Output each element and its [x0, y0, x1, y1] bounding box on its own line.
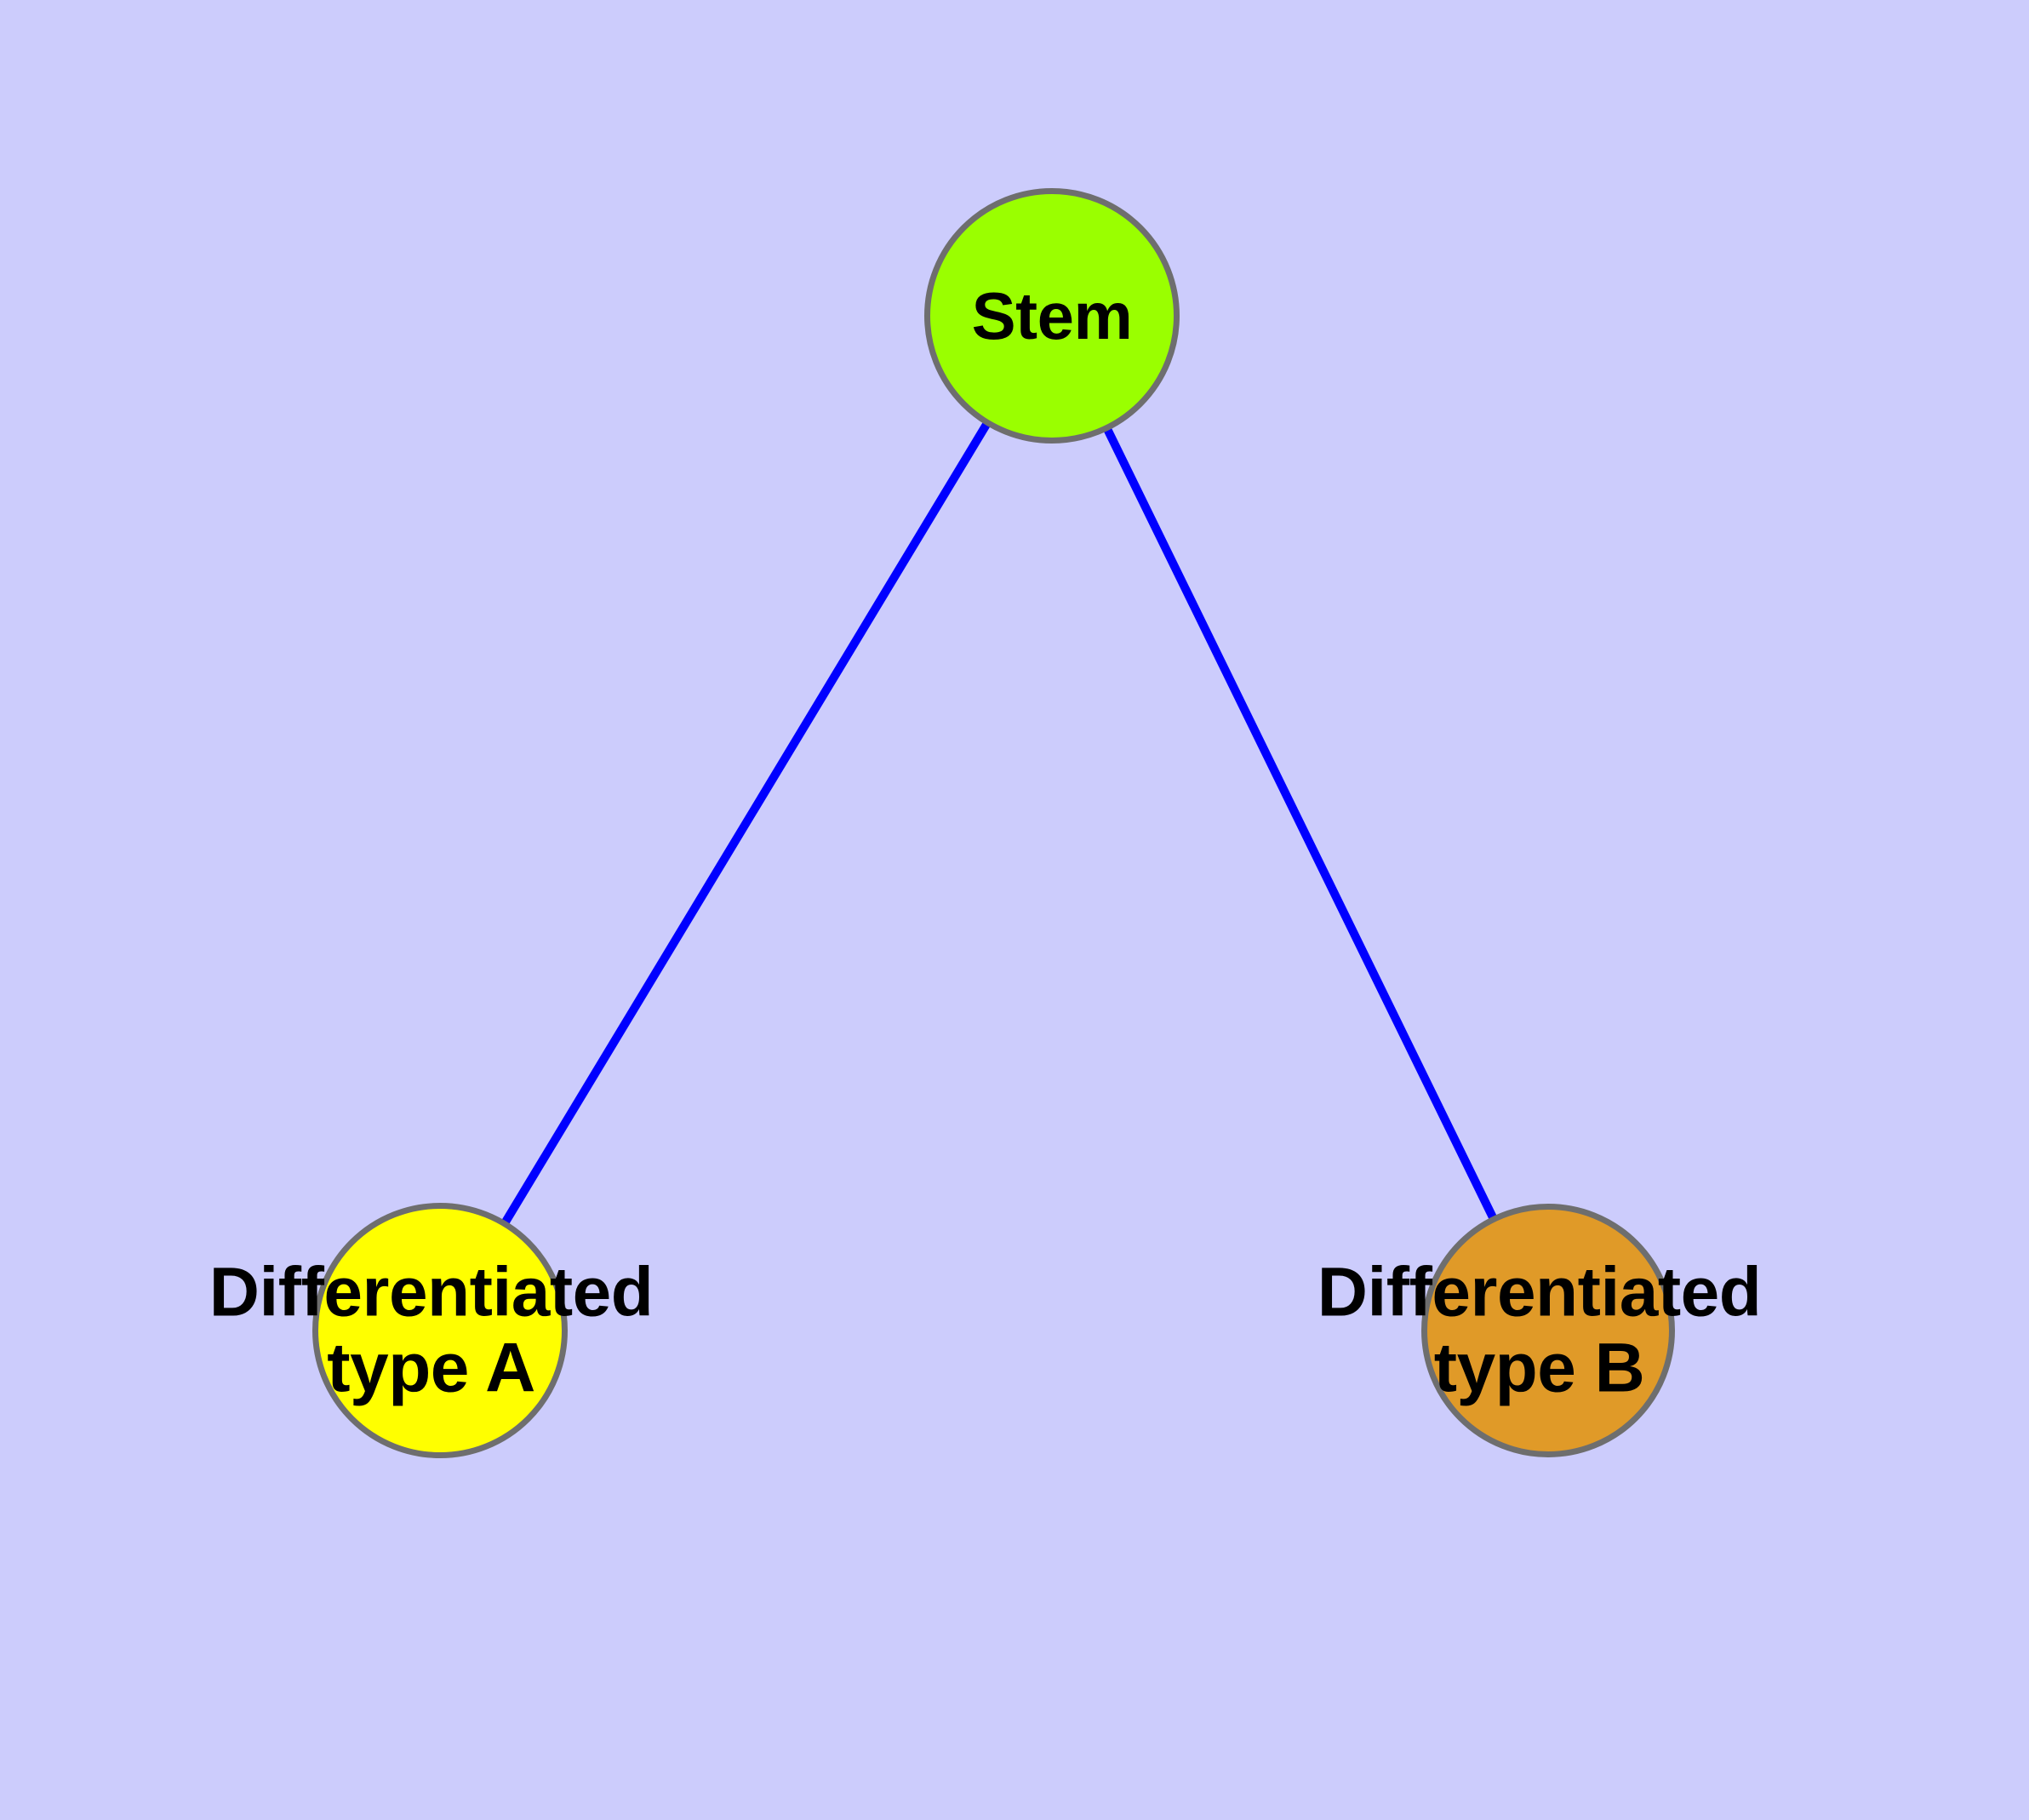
- node-differentiated-type-a[interactable]: Differentiated type A: [209, 1203, 654, 1458]
- label-line-2: type A: [327, 1329, 535, 1406]
- node-differentiated-type-b[interactable]: Differentiated type B: [1317, 1204, 1762, 1457]
- label-line-1: Differentiated: [1317, 1253, 1762, 1331]
- node-differentiated-type-b-label: Differentiated type B: [1317, 1255, 1762, 1405]
- node-differentiated-type-a-label: Differentiated type A: [209, 1255, 654, 1405]
- edge-stem-to-differentiated-type-b[interactable]: [1048, 313, 1552, 1333]
- label-line-1: Differentiated: [209, 1253, 654, 1331]
- node-stem[interactable]: Stem: [924, 188, 1180, 444]
- label-line-2: type B: [1433, 1329, 1645, 1406]
- node-stem-label: Stem: [971, 278, 1133, 353]
- edge-stem-to-differentiated-type-a[interactable]: [436, 313, 1056, 1333]
